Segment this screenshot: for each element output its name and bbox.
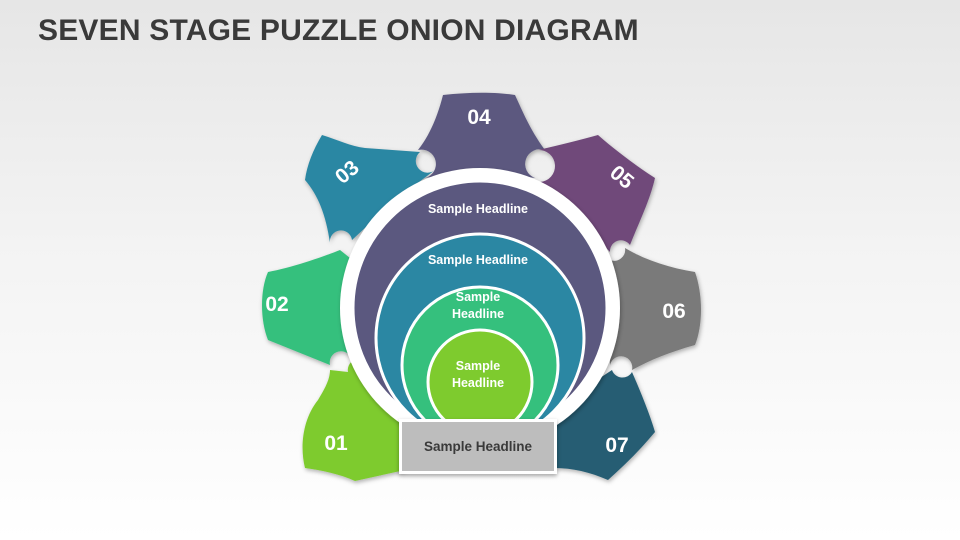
ring-1-label-line2: Headline: [452, 376, 504, 390]
ring-4-label: Sample Headline: [428, 202, 528, 216]
ring-2-label-line2: Headline: [452, 307, 504, 321]
stage-piece-02: [262, 250, 355, 365]
page-title: SEVEN STAGE PUZZLE ONION DIAGRAM: [38, 14, 639, 47]
bottom-headline-box: Sample Headline: [399, 419, 557, 474]
stage-piece-04: [418, 92, 545, 178]
stage-07-number: 07: [605, 434, 628, 457]
stage-piece-06: [608, 248, 701, 370]
stage-piece-05: [538, 135, 655, 252]
ring-2-label-line1: Sample: [456, 290, 501, 304]
stage-piece-05-shape: [538, 135, 655, 252]
stage-piece-06-shape: [608, 248, 701, 370]
stage-04-number: 04: [467, 106, 491, 129]
stage-piece-02-shape: [262, 250, 355, 365]
stage-piece-03-shape: [305, 135, 435, 243]
stage-06-number: 06: [662, 300, 685, 323]
stage-piece-03: [305, 135, 435, 243]
stage-02-number: 02: [265, 293, 288, 316]
ring-3-label: Sample Headline: [428, 253, 528, 267]
stage-piece-04-shape: [418, 92, 545, 178]
ring-1-label-line1: Sample: [456, 359, 501, 373]
stage-01-number: 01: [324, 432, 348, 455]
